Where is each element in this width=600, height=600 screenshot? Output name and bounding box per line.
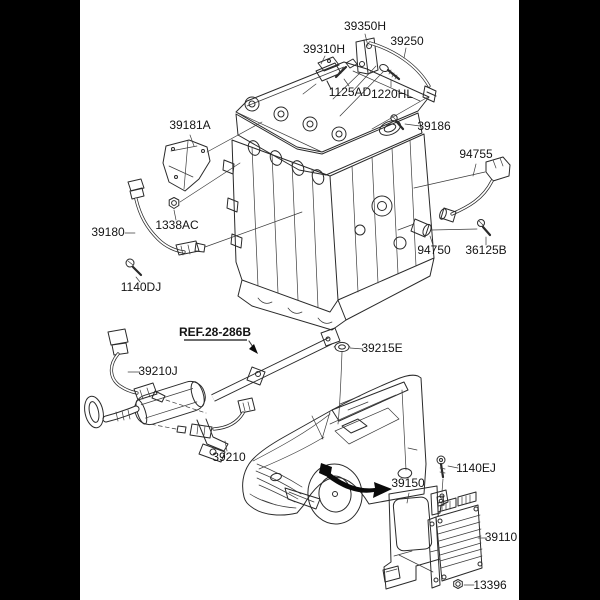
callout-94755[interactable]: 94755 (459, 147, 493, 161)
exhaust-pipe-assembly-drawing (84, 327, 341, 463)
bolt-1125AD-drawing (334, 58, 358, 79)
wiring-39250-drawing (368, 41, 437, 130)
callout-39215E[interactable]: 39215E (361, 341, 402, 355)
knock-sensor-94750-drawing (397, 218, 478, 238)
bolt-1140EJ-drawing (436, 455, 446, 493)
callout-1140EJ[interactable]: 1140EJ (456, 461, 496, 475)
callout-39110[interactable]: 39110 (485, 530, 518, 544)
bolt-36125B-drawing (477, 219, 492, 237)
heat-shield-39181A-drawing (162, 121, 263, 203)
callout-94750[interactable]: 94750 (417, 243, 451, 257)
bracket-39350H-drawing (332, 37, 379, 100)
callout-39180[interactable]: 39180 (91, 225, 125, 239)
nut-1338AC-drawing (168, 197, 180, 209)
ecm-39110-drawing (427, 491, 483, 589)
oxygen-sensor-39210-drawing (149, 397, 256, 439)
callout-1220HL[interactable]: 1220HL (371, 87, 413, 101)
callout-39350H[interactable]: 39350H (344, 19, 386, 33)
callout-1338AC[interactable]: 1338AC (155, 218, 199, 232)
callout-36125B[interactable]: 36125B (465, 243, 506, 257)
callout-39150[interactable]: 39150 (391, 476, 425, 490)
callout-39210[interactable]: 39210 (212, 450, 246, 464)
ref-callout-arrow (184, 339, 258, 354)
engine-assembly-drawing (222, 61, 435, 331)
car-body-drawing (242, 374, 427, 525)
callout-leader-lines (124, 33, 488, 586)
location-arrow (327, 472, 392, 498)
callout-39310H[interactable]: 39310H (303, 42, 345, 56)
bolt-1220HL-drawing (339, 64, 401, 117)
callout-39186[interactable]: 39186 (417, 119, 451, 133)
bolt-39186-drawing (390, 114, 405, 131)
grommet-39215E-drawing (333, 341, 351, 425)
callout-39181A[interactable]: 39181A (169, 118, 210, 132)
crankshaft-sensor-39180-drawing (127, 178, 303, 256)
callout-labels: 39350H 39310H 39250 1125AD 1220HL 39186 … (91, 19, 517, 592)
oxygen-sensor-39210J-drawing (107, 328, 207, 414)
callout-39250[interactable]: 39250 (390, 34, 424, 48)
callout-13396[interactable]: 13396 (473, 578, 507, 592)
callout-1140DJ[interactable]: 1140DJ (121, 280, 161, 294)
callout-1125AD[interactable]: 1125AD (329, 85, 372, 99)
bolt-1140DJ-drawing (125, 258, 143, 277)
callout-ref-28-286B[interactable]: REF.28-286B (179, 325, 251, 339)
nut-13396-drawing (453, 579, 463, 589)
callout-39210J[interactable]: 39210J (138, 364, 177, 378)
diagram-paper (80, 0, 519, 600)
